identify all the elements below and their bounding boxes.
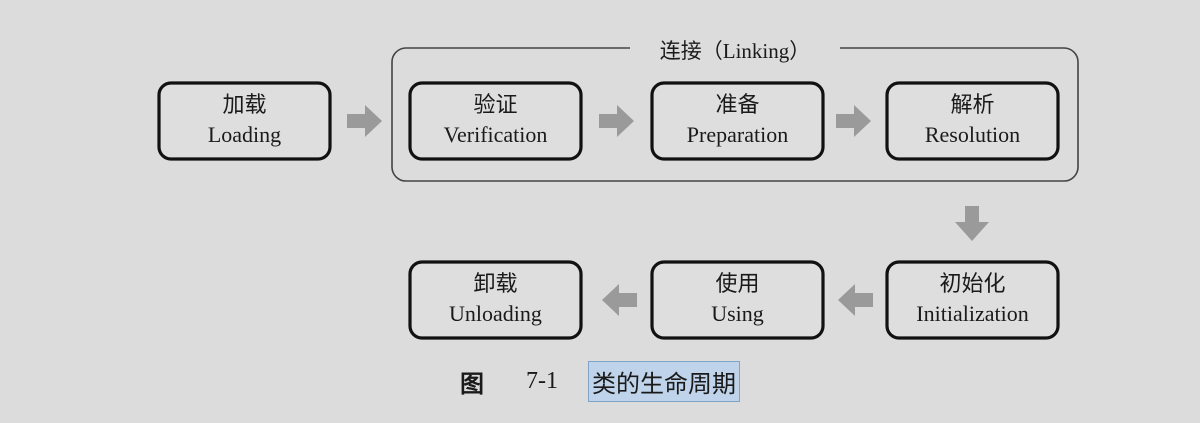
- stage-verification-en: Verification: [444, 122, 548, 147]
- stage-resolution-en: Resolution: [925, 122, 1020, 147]
- stage-unloading: 卸载 Unloading: [408, 260, 583, 340]
- caption-figure-label: 图: [460, 369, 484, 398]
- stage-using: 使用 Using: [650, 260, 825, 340]
- arrow-loading-to-verification: [347, 105, 382, 137]
- linking-group: 连接（Linking）: [391, 36, 1079, 182]
- caption-figure-number: 7-1: [526, 367, 558, 394]
- arrow-verification-to-preparation: [599, 105, 634, 137]
- stage-unloading-en: Unloading: [449, 301, 542, 326]
- stage-initialization: 初始化 Initialization: [885, 260, 1060, 340]
- stage-loading-en: Loading: [208, 122, 281, 147]
- arrow-using-to-unloading: [602, 284, 637, 316]
- stage-verification-zh: 验证: [473, 93, 517, 118]
- stage-preparation-en: Preparation: [687, 122, 788, 147]
- stage-initialization-zh: 初始化: [939, 272, 1005, 297]
- stage-resolution: 解析 Resolution: [885, 81, 1060, 161]
- arrow-initialization-to-using: [838, 284, 873, 316]
- stage-using-en: Using: [711, 301, 764, 326]
- stage-loading: 加载 Loading: [157, 81, 332, 161]
- stage-preparation: 准备 Preparation: [650, 81, 825, 161]
- stage-unloading-zh: 卸载: [473, 272, 517, 297]
- stage-preparation-zh: 准备: [715, 93, 759, 118]
- stage-initialization-en: Initialization: [916, 301, 1028, 326]
- stage-resolution-zh: 解析: [950, 93, 994, 118]
- caption-title: 类的生命周期: [588, 360, 740, 402]
- class-lifecycle-diagram: 连接（Linking） 加载 Loading 验证 Verification 准…: [157, 36, 1079, 340]
- arrow-resolution-to-initialization: [955, 206, 989, 241]
- arrow-preparation-to-resolution: [836, 105, 871, 137]
- stage-loading-zh: 加载: [222, 93, 266, 118]
- linking-group-label: 连接（Linking）: [660, 39, 811, 63]
- stage-using-zh: 使用: [715, 272, 759, 297]
- stage-verification: 验证 Verification: [408, 81, 583, 161]
- figure-caption: 图 7-1 类的生命周期: [0, 358, 1200, 404]
